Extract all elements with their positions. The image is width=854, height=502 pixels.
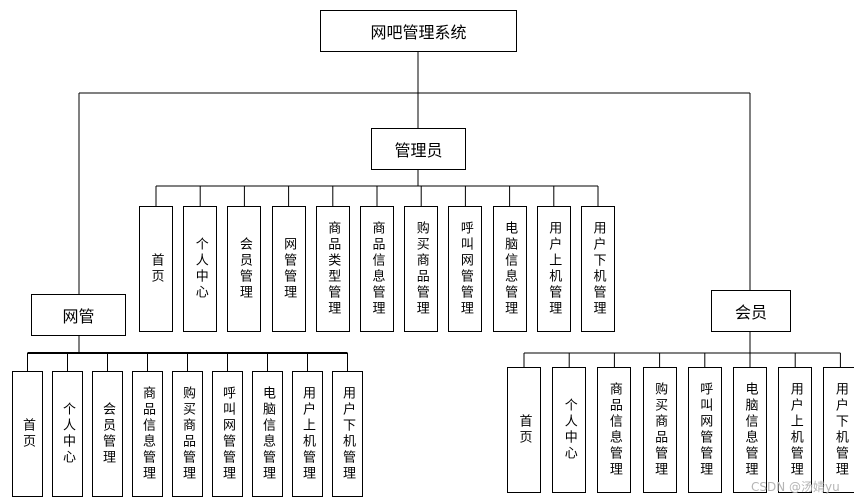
leaf-label: 用户上机管理 <box>546 221 562 317</box>
leaf-label: 呼叫网管管理 <box>457 221 473 317</box>
leaf-node-member: 商品信息管理 <box>597 367 632 493</box>
leaf-label: 首页 <box>516 414 532 446</box>
leaf-node-admin: 商品类型管理 <box>315 206 350 332</box>
leaf-label: 购买商品管理 <box>652 382 668 478</box>
leaf-node-admin: 呼叫网管管理 <box>448 206 483 332</box>
leaf-label: 电脑信息管理 <box>502 221 518 317</box>
leaf-label: 用户下机管理 <box>590 221 606 317</box>
leaf-node-member: 电脑信息管理 <box>733 367 767 493</box>
leaf-node-member: 用户上机管理 <box>778 367 813 493</box>
group-label-member: 会员 <box>734 303 767 322</box>
leaf-label: 电脑信息管理 <box>742 382 758 478</box>
watermark: CSDN @汤婧yu <box>751 480 840 494</box>
leaf-node-admin: 商品信息管理 <box>360 206 394 332</box>
leaf-label: 会员管理 <box>100 402 115 466</box>
leaf-node-netadmin: 会员管理 <box>92 371 123 497</box>
leaf-label: 首页 <box>20 418 35 450</box>
leaf-label: 购买商品管理 <box>413 221 429 317</box>
leaf-node-netadmin: 用户上机管理 <box>292 371 323 497</box>
leaf-label: 商品类型管理 <box>325 221 341 317</box>
leaf-node-member: 购买商品管理 <box>642 367 677 493</box>
leaf-node-netadmin: 呼叫网管管理 <box>212 371 243 497</box>
leaf-label: 呼叫网管管理 <box>697 382 713 478</box>
leaf-node-admin: 用户上机管理 <box>536 206 571 332</box>
leaf-node-netadmin: 购买商品管理 <box>172 371 203 497</box>
leaf-label: 购买商品管理 <box>180 386 195 482</box>
leaf-node-admin: 电脑信息管理 <box>492 206 527 332</box>
leaf-label: 个人中心 <box>561 398 577 462</box>
leaf-label: 首页 <box>148 253 164 285</box>
leaf-label: 用户上机管理 <box>787 382 803 478</box>
leaf-node-netadmin: 商品信息管理 <box>132 371 163 497</box>
leaf-label: 网管管理 <box>281 237 297 301</box>
leaf-node-member: 个人中心 <box>552 367 587 493</box>
leaf-label: 呼叫网管管理 <box>220 386 235 482</box>
leaf-node-admin: 网管管理 <box>271 206 306 332</box>
root-label: 网吧管理系统 <box>370 23 467 42</box>
leaf-node-admin: 首页 <box>139 206 173 332</box>
group-label-admin: 管理员 <box>394 141 443 160</box>
leaf-node-admin: 用户下机管理 <box>581 206 615 332</box>
leaf-label: 个人中心 <box>60 402 75 466</box>
leaf-label: 用户上机管理 <box>300 386 315 482</box>
leaf-node-admin: 个人中心 <box>183 206 218 332</box>
leaf-node-netadmin: 个人中心 <box>52 371 83 497</box>
leaf-label: 个人中心 <box>192 237 208 301</box>
leaf-node-member: 首页 <box>507 367 541 493</box>
group-node-admin: 管理员 <box>371 128 466 170</box>
leaf-label: 电脑信息管理 <box>260 386 275 482</box>
root-node: 网吧管理系统 <box>320 10 517 52</box>
group-node-member: 会员 <box>711 290 791 332</box>
leaf-node-netadmin: 用户下机管理 <box>332 371 363 497</box>
leaf-label: 用户下机管理 <box>340 386 355 482</box>
leaf-node-netadmin: 首页 <box>12 371 43 497</box>
leaf-label: 商品信息管理 <box>140 386 155 482</box>
leaf-node-member: 用户下机管理 <box>823 367 854 493</box>
leaf-node-admin: 会员管理 <box>227 206 262 332</box>
group-label-netadmin: 网管 <box>62 307 95 326</box>
leaf-node-admin: 购买商品管理 <box>404 206 439 332</box>
leaf-label: 商品信息管理 <box>606 382 622 478</box>
group-node-netadmin: 网管 <box>31 294 126 336</box>
leaf-label: 商品信息管理 <box>369 221 385 317</box>
leaf-node-netadmin: 电脑信息管理 <box>252 371 283 497</box>
leaf-label: 会员管理 <box>236 237 252 301</box>
leaf-label: 用户下机管理 <box>832 382 848 478</box>
leaf-node-member: 呼叫网管管理 <box>687 367 722 493</box>
